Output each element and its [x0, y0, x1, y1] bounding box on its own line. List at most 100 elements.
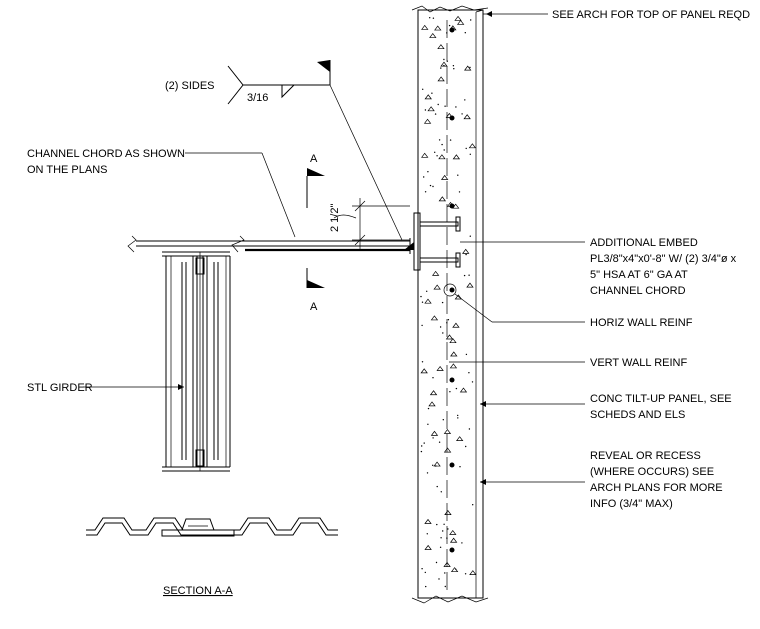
- aggregate-mark: [427, 106, 435, 112]
- aggregate-dot: [426, 533, 428, 535]
- aggregate-dot: [465, 253, 467, 256]
- aggregate-dot: [446, 60, 448, 62]
- aggregate-mark: [440, 174, 449, 180]
- girder-label: STL GIRDER: [27, 382, 93, 394]
- aggregate-dot: [453, 68, 455, 70]
- aggregate-mark: [443, 428, 452, 434]
- aggregate-dot: [421, 361, 424, 363]
- aggregate-dot: [442, 530, 444, 532]
- aggregate-dot: [471, 381, 474, 383]
- aggregate-mark: [430, 315, 439, 321]
- aggregate-dot: [455, 568, 457, 571]
- aggregate-dot: [448, 24, 451, 27]
- aggregate-dot: [463, 274, 466, 277]
- aggregate-mark: [436, 365, 444, 371]
- vert-reinf-label: VERT WALL REINF: [590, 357, 687, 369]
- aggregate-dot: [432, 17, 435, 19]
- embed-plate: [413, 212, 461, 271]
- aggregate-dot: [449, 391, 451, 393]
- embed-label-line3: 5" HSA AT 6" GA AT: [590, 269, 688, 281]
- aggregate-dot: [457, 174, 459, 176]
- aggregate-dot: [436, 523, 438, 526]
- aggregate-dot: [424, 109, 427, 111]
- aggregate-dot: [443, 58, 445, 61]
- embed-label-line2: PL3/8"x4"x0'-8" W/ (2) 3/4"ø x: [590, 253, 737, 265]
- aggregate-mark: [454, 15, 462, 21]
- aggregate-dot: [457, 417, 459, 419]
- aggregate-mark: [454, 294, 463, 300]
- aggregate-dot: [437, 103, 439, 106]
- aggregate-dot: [440, 491, 442, 493]
- aggregate-mark: [434, 25, 442, 31]
- aggregate-mark: [456, 19, 465, 25]
- aggregate-dot: [427, 171, 429, 173]
- aggregate-dot: [459, 466, 461, 468]
- aggregate-dot: [438, 139, 441, 141]
- aggregate-dot: [447, 319, 450, 321]
- conc-panel-label-line1: CONC TILT-UP PANEL, SEE: [590, 393, 732, 405]
- reveal-label-line2: (WHERE OCCURS) SEE: [590, 466, 714, 478]
- aggregate-dot: [464, 573, 467, 575]
- aggregate-dot: [429, 184, 432, 187]
- aggregate-mark: [423, 118, 432, 124]
- aggregate-mark: [438, 196, 447, 202]
- aggregate-dot: [429, 17, 431, 19]
- aggregate-mark: [431, 270, 440, 276]
- aggregate-mark: [424, 518, 432, 524]
- aggregate-dot: [457, 414, 459, 417]
- aggregate-dot: [443, 149, 445, 151]
- aggregate-dot: [424, 191, 427, 193]
- top-of-panel-label: SEE ARCH FOR TOP OF PANEL REQD: [552, 9, 750, 21]
- aggregate-dot: [444, 105, 446, 107]
- aggregate-dot: [436, 485, 438, 488]
- aggregate-dot: [443, 64, 445, 67]
- aggregate-dot: [423, 442, 425, 444]
- aggregate-dot: [446, 32, 448, 34]
- aggregate-dot: [465, 147, 467, 150]
- aggregate-mark: [443, 447, 452, 453]
- aggregate-dot: [464, 99, 466, 101]
- aggregate-mark: [466, 282, 474, 288]
- steel-girder: [162, 251, 231, 472]
- aggregate-dot: [468, 428, 471, 430]
- aggregate-dot: [441, 301, 444, 304]
- aggregate-dot: [435, 561, 438, 564]
- aggregate-dot: [444, 585, 446, 588]
- aggregate-mark: [429, 390, 438, 396]
- aggregate-mark: [462, 248, 470, 254]
- aggregate-dot: [449, 139, 452, 141]
- dimension-lines: [333, 198, 410, 250]
- aggregate-mark: [463, 114, 471, 120]
- aggregate-dot: [468, 372, 470, 374]
- aggregate-dot: [455, 387, 458, 390]
- aggregate-dot: [465, 445, 467, 448]
- aggregate-mark: [420, 368, 428, 374]
- aggregate-dot: [432, 377, 434, 379]
- aggregate-dot: [432, 464, 434, 466]
- aggregate-mark: [449, 537, 458, 543]
- section-a-a-deck: [86, 517, 338, 537]
- aggregate-dot: [446, 322, 448, 324]
- aggregate-dot: [421, 568, 423, 570]
- aggregate-mark: [445, 334, 454, 340]
- aggregate-mark: [459, 387, 468, 393]
- aggregate-dot: [441, 143, 443, 146]
- aggregate-mark: [455, 436, 464, 441]
- aggregate-dot: [446, 537, 448, 539]
- aggregate-mark: [420, 152, 429, 158]
- aggregate-dot: [421, 301, 424, 303]
- section-cut-marks: [306, 168, 325, 288]
- aggregate-dot: [427, 407, 430, 410]
- conc-panel-label-line2: SCHEDS AND ELS: [590, 409, 685, 421]
- section-cut-label-bottom: A: [310, 301, 318, 313]
- aggregate-mark: [452, 322, 460, 328]
- aggregate-mark: [424, 544, 432, 550]
- aggregate-dot: [426, 472, 429, 474]
- aggregate-mark: [433, 284, 441, 290]
- aggregate-dot: [436, 155, 438, 157]
- aggregate-mark: [452, 154, 461, 160]
- aggregate-dot: [427, 423, 429, 425]
- aggregate-mark: [430, 430, 439, 436]
- embed-label-line4: CHANNEL CHORD: [590, 285, 686, 297]
- aggregate-dot: [425, 585, 427, 588]
